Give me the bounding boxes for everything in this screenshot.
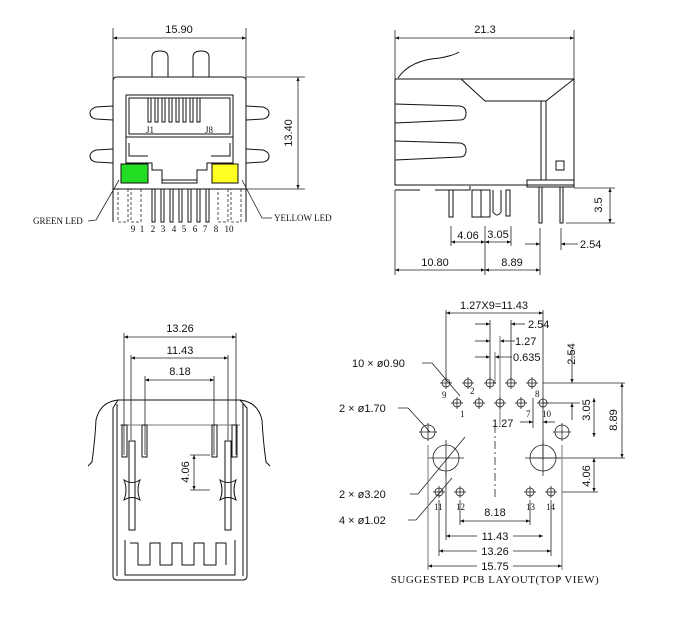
yellow-led-label: YELLOW LED (274, 213, 332, 223)
green-led (120, 163, 149, 184)
svg-text:4: 4 (172, 224, 177, 234)
pcb-top-dim-2-54: 2.54 (528, 319, 549, 331)
svg-text:8: 8 (214, 224, 219, 234)
svg-text:2: 2 (151, 224, 156, 234)
pin-number-row: 9 1 2 3 4 5 6 7 8 10 (131, 224, 234, 234)
pcb-pin-8: 8 (535, 389, 540, 399)
side-dim-10-80: 10.80 (421, 257, 449, 269)
svg-text:5: 5 (182, 224, 187, 234)
pcb-pin-7: 7 (526, 409, 531, 419)
pcb-pin-9: 9 (442, 390, 447, 400)
side-view: 21.3 3.5 4.06 3.05 (394, 24, 615, 275)
contact-label-j8: J8 (205, 125, 214, 135)
front-pins (112, 188, 247, 223)
front-height-dim: 13.40 (283, 119, 295, 147)
side-dim-8-89: 8.89 (501, 257, 522, 269)
bottom-dim-13-26: 13.26 (166, 323, 194, 335)
connector-body (112, 76, 247, 190)
bottom-dim-11-43: 11.43 (167, 345, 194, 357)
callout-3-20: 2 × ø3.20 (339, 489, 386, 501)
pcb-pin-12: 12 (456, 502, 465, 512)
pcb-pin-10: 10 (542, 409, 552, 419)
pcb-mount-holes (428, 440, 561, 476)
callout-1-70: 2 × ø1.70 (339, 403, 386, 415)
pcb-pin-2: 2 (470, 386, 475, 396)
pcb-right-dim-2-54: 2.54 (566, 343, 578, 364)
green-led-label: GREEN LED (33, 216, 83, 226)
side-body (394, 78, 575, 186)
pcb-row-offset-dim: 1.27 (492, 418, 513, 430)
pcb-pin-13: 13 (526, 502, 536, 512)
yellow-led (211, 163, 239, 184)
side-length-dim: 21.3 (474, 24, 495, 36)
callout-0-90: 10 × ø0.90 (352, 358, 405, 370)
callout-1-02: 4 × ø1.02 (339, 515, 386, 527)
svg-text:9: 9 (131, 224, 136, 234)
bottom-dim-8-18: 8.18 (169, 366, 190, 378)
front-view: 15.90 13.40 J1 J8 (33, 24, 332, 234)
svg-text:1: 1 (140, 224, 145, 234)
pcb-right-dim-4-06: 4.06 (581, 465, 593, 486)
pcb-bottom-dim-11-43: 11.43 (482, 531, 509, 543)
pcb-right-dim-3-05: 3.05 (581, 399, 593, 420)
svg-text:10: 10 (225, 224, 235, 234)
bottom-body (112, 399, 248, 581)
contact-label-j1: J1 (146, 125, 154, 135)
pcb-pitch-dim: 1.27X9=11.43 (460, 300, 528, 312)
svg-text:6: 6 (193, 224, 198, 234)
pcb-bottom-dim-15-75: 15.75 (481, 561, 509, 573)
pcb-bottom-dim-13-26: 13.26 (481, 546, 509, 558)
side-dim-3-05: 3.05 (487, 229, 508, 241)
pcb-bottom-dim-8-18: 8.18 (484, 507, 505, 519)
svg-text:7: 7 (203, 224, 208, 234)
pcb-right-dim-8-89: 8.89 (608, 409, 620, 430)
side-dim-2-54: 2.54 (580, 239, 601, 251)
pcb-top-dim-1-27: 1.27 (515, 336, 536, 348)
bottom-view: 13.26 11.43 8.18 4.06 (87, 323, 271, 581)
side-dim-4-06: 4.06 (457, 230, 478, 242)
svg-text:3: 3 (161, 224, 166, 234)
contact-fingers (147, 97, 201, 123)
bottom-dim-4-06: 4.06 (180, 461, 192, 482)
pcb-signal-holes (440, 377, 549, 409)
pcb-led-holes (433, 486, 557, 498)
pcb-layout-caption: SUGGESTED PCB LAYOUT(TOP VIEW) (391, 574, 599, 586)
side-pin-length-dim: 3.5 (593, 197, 605, 212)
pcb-pin-1: 1 (460, 409, 465, 419)
front-width-dim: 15.90 (165, 24, 193, 36)
pcb-layout: 1.27X9=11.43 2.54 1.27 0.635 2.54 3.05 8… (339, 300, 625, 586)
pcb-shield-holes (419, 423, 571, 441)
pcb-pin-11: 11 (434, 502, 443, 512)
pcb-top-dim-0-635: 0.635 (513, 352, 541, 364)
